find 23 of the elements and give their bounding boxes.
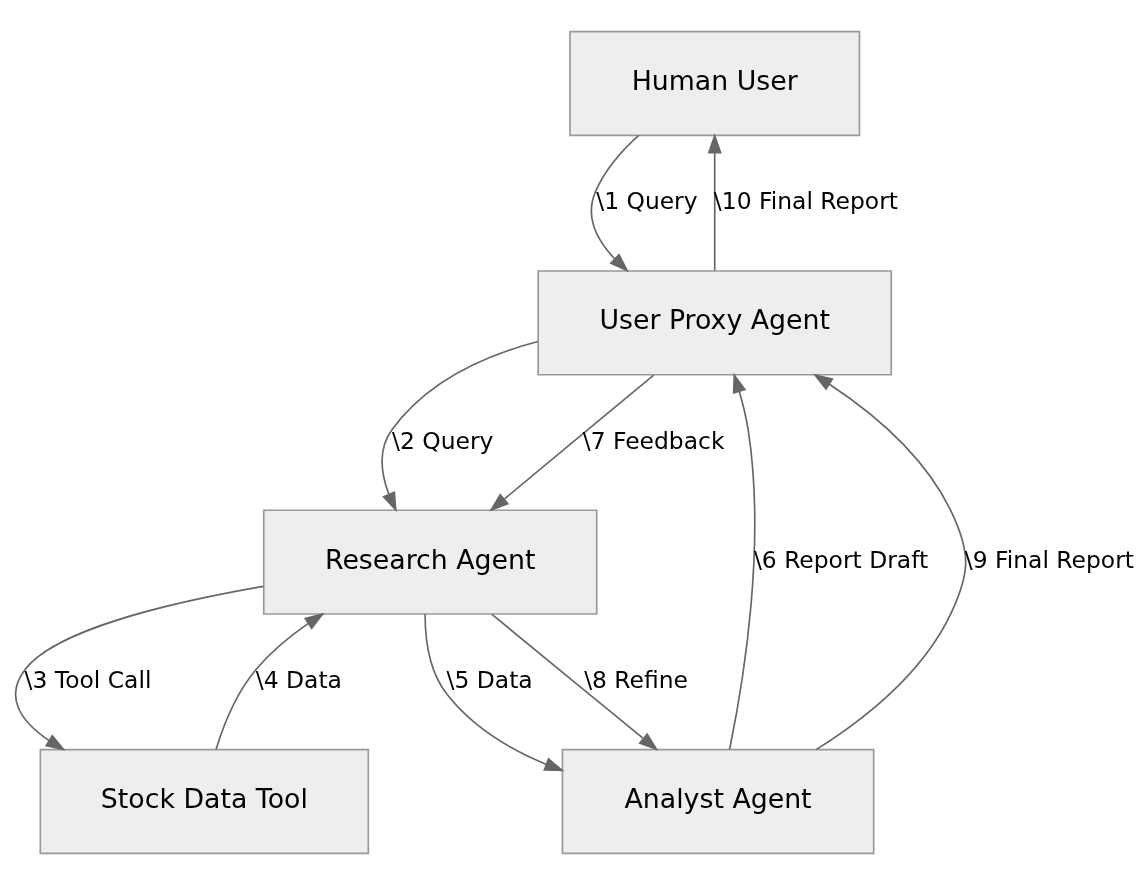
- edge-label: \4 Data: [255, 665, 342, 694]
- edge-label: \6 Report Draft: [753, 546, 929, 575]
- edge-label: \8 Refine: [584, 665, 688, 694]
- node-box: Analyst Agent: [561, 748, 875, 855]
- arrow: [489, 374, 655, 512]
- node-box: Stock Data Tool: [39, 748, 370, 855]
- arrow: [424, 613, 565, 772]
- edge-label: \5 Data: [446, 665, 533, 694]
- edge-label: \2 Query: [392, 426, 494, 455]
- edge-label: \7 Feedback: [582, 426, 725, 455]
- arrow: [491, 613, 659, 751]
- node-box: Research Agent: [262, 509, 598, 615]
- arrow: [707, 133, 722, 272]
- node-box: User Proxy Agent: [537, 270, 893, 376]
- node-box: Human User: [569, 30, 861, 137]
- edge-label: \3 Tool Call: [24, 665, 152, 694]
- arrow: [14, 585, 265, 751]
- arrow: [590, 134, 640, 273]
- arrow: [812, 373, 967, 751]
- arrow: [381, 340, 539, 513]
- arrow: [728, 372, 756, 751]
- edge-label: \1 Query: [596, 187, 698, 216]
- arrow: [215, 612, 325, 751]
